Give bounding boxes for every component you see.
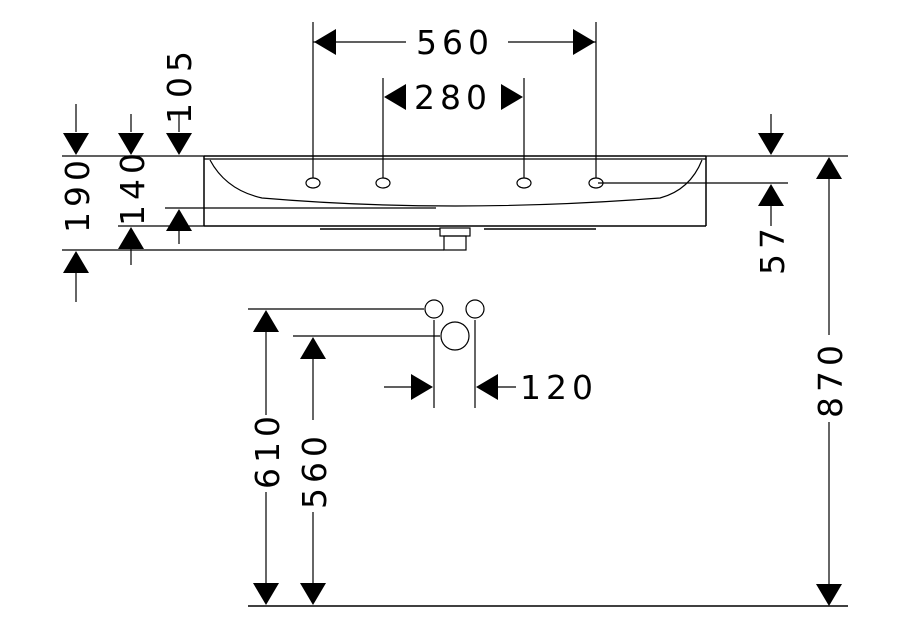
- dimension-label-610: 610: [248, 411, 287, 489]
- dimension-140: 140: [113, 114, 204, 265]
- dimension-label-105: 105: [160, 46, 199, 124]
- basin-outline: [203, 155, 707, 251]
- dimension-870: 870: [706, 155, 850, 606]
- dimension-label-870: 870: [811, 340, 850, 418]
- dimension-label-57: 57: [753, 223, 792, 275]
- dimension-label-140: 140: [113, 148, 152, 226]
- dimension-105: 105: [160, 46, 206, 244]
- dimension-610: 610: [248, 310, 287, 605]
- dimension-120: 120: [384, 320, 598, 408]
- dimension-57: 57: [598, 114, 792, 275]
- dimension-280-top: 280: [382, 78, 525, 178]
- dimension-560-height: 560: [295, 337, 334, 605]
- tap-holes: [305, 177, 604, 189]
- dimension-560-top: 560: [312, 22, 597, 178]
- dimension-label-560-top: 560: [416, 23, 494, 62]
- wall-connections: [248, 299, 485, 351]
- dimension-label-190: 190: [58, 155, 97, 233]
- dimension-label-560-height: 560: [295, 431, 334, 509]
- dimension-label-120: 120: [520, 368, 598, 407]
- dimension-190: 190: [58, 104, 444, 302]
- dimension-label-280-top: 280: [414, 78, 492, 117]
